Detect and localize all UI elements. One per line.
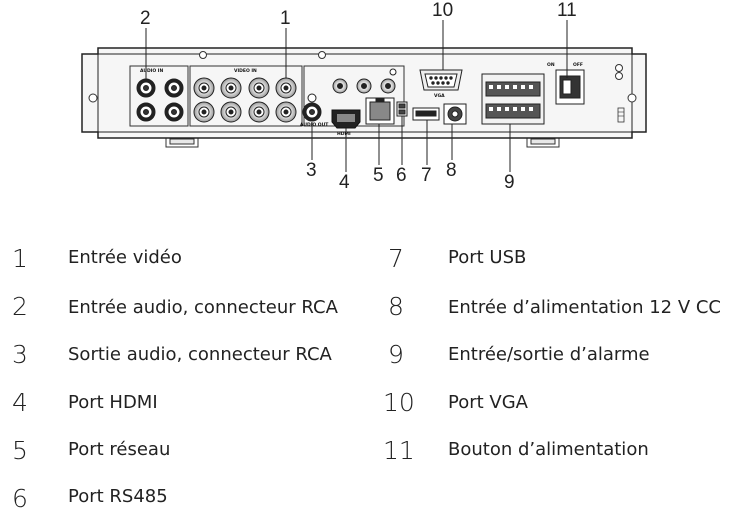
legend-label: Port RS485 xyxy=(68,486,168,507)
callout-2: 2 xyxy=(140,8,151,29)
vga-port: VGA xyxy=(419,69,463,99)
legend-number: 6 xyxy=(12,484,28,513)
legend-label: Entrée d’alimentation 12 V CC xyxy=(448,297,721,318)
legend-number: 2 xyxy=(12,292,28,321)
callout-6: 6 xyxy=(396,165,407,186)
rs485-port xyxy=(396,101,408,117)
audio-out-label: AUDIO OUT xyxy=(300,122,329,128)
switch-off-label: OFF xyxy=(573,62,583,68)
audio-out-group: AUDIO OUT xyxy=(300,65,405,128)
callout-leader-lines xyxy=(145,20,568,172)
video-in-group: VIDEO IN xyxy=(189,65,303,127)
legend-number: 7 xyxy=(388,244,404,273)
callout-10: 10 xyxy=(432,0,453,21)
vga-label: VGA xyxy=(434,93,445,99)
callout-9: 9 xyxy=(504,172,515,193)
legend-number: 9 xyxy=(388,340,404,369)
power-switch: ON OFF xyxy=(547,62,585,105)
legend-number: 1 xyxy=(12,244,28,273)
legend-label: Sortie audio, connecteur RCA xyxy=(68,344,332,365)
legend-label: Bouton d’alimentation xyxy=(448,439,649,460)
callout-11: 11 xyxy=(557,0,577,21)
alarm-terminal-block xyxy=(481,73,545,125)
hdmi-label: HDMI xyxy=(337,131,351,137)
legend-label: Entrée audio, connecteur RCA xyxy=(68,297,338,318)
hdmi-port: HDMI xyxy=(331,109,361,137)
legend-label: Port HDMI xyxy=(68,392,158,413)
legend-number: 11 xyxy=(383,436,415,465)
callout-7: 7 xyxy=(421,165,432,186)
dc-power-input xyxy=(443,103,467,125)
legend-label: Port réseau xyxy=(68,439,171,460)
callout-8: 8 xyxy=(446,160,457,181)
bnc-video-in-connectors xyxy=(193,77,297,123)
legend-number: 10 xyxy=(383,388,415,417)
legend-label: Entrée/sortie d’alarme xyxy=(448,344,650,365)
rca-audio-in-jack xyxy=(136,78,184,122)
rear-panel-diagram: AUDIO IN VIDEO IN AUDIO OUT xyxy=(81,0,647,193)
video-in-label: VIDEO IN xyxy=(234,68,257,74)
callout-5: 5 xyxy=(373,165,384,186)
network-port xyxy=(365,97,395,125)
legend-label: Port USB xyxy=(448,247,527,268)
legend-label: Port VGA xyxy=(448,392,528,413)
usb-port xyxy=(412,107,440,121)
legend-number: 5 xyxy=(12,436,28,465)
legend-label: Entrée vidéo xyxy=(68,247,182,268)
callout-4: 4 xyxy=(339,172,350,193)
callout-1: 1 xyxy=(280,8,291,29)
callout-3: 3 xyxy=(306,160,317,181)
legend-number: 8 xyxy=(388,292,404,321)
switch-on-label: ON xyxy=(547,62,555,68)
audio-in-group: AUDIO IN xyxy=(129,65,189,127)
legend-number: 3 xyxy=(12,340,28,369)
audio-in-label: AUDIO IN xyxy=(140,68,163,74)
legend-number: 4 xyxy=(12,388,28,417)
